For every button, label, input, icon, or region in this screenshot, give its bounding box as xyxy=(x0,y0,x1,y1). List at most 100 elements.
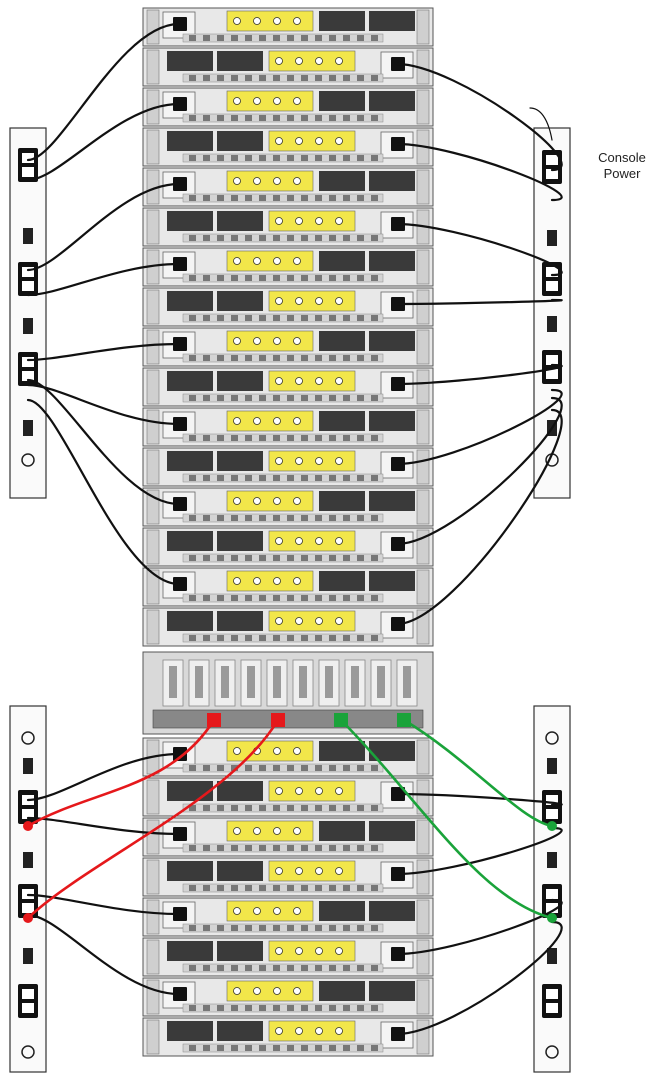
port-icon xyxy=(276,788,283,795)
vent-slot xyxy=(301,1005,308,1011)
vent-slot xyxy=(273,315,280,321)
vent-slot xyxy=(231,75,238,81)
vent-slot xyxy=(343,435,350,441)
port-icon xyxy=(234,748,241,755)
vent-slot xyxy=(329,35,336,41)
vent-slot xyxy=(217,765,224,771)
vent-slot xyxy=(259,555,266,561)
vent-slot xyxy=(371,555,378,561)
vent-slot xyxy=(315,805,322,811)
vent-slot xyxy=(259,235,266,241)
vent-slot xyxy=(315,275,322,281)
module-handle xyxy=(247,666,255,698)
vent-slot xyxy=(245,595,252,601)
vent-slot xyxy=(357,555,364,561)
drive-bay xyxy=(217,941,263,961)
vent-slot xyxy=(245,885,252,891)
vent-slot xyxy=(301,115,308,121)
vent-strip xyxy=(183,274,383,282)
vent-slot xyxy=(231,115,238,121)
port-icon xyxy=(276,1028,283,1035)
vent-slot xyxy=(315,1005,322,1011)
vent-slot xyxy=(245,395,252,401)
vent-slot xyxy=(231,395,238,401)
port-icon xyxy=(254,908,261,915)
vent-slot xyxy=(217,595,224,601)
port-icon xyxy=(294,418,301,425)
drive-bay xyxy=(369,331,415,351)
vent-slot xyxy=(189,435,196,441)
vent-slot xyxy=(343,925,350,931)
port-icon xyxy=(294,258,301,265)
vent-slot xyxy=(371,845,378,851)
vent-slot xyxy=(217,555,224,561)
vent-slot xyxy=(259,35,266,41)
vent-slot xyxy=(301,275,308,281)
vent-slot xyxy=(329,235,336,241)
port-icon xyxy=(316,138,323,145)
pdu-strip xyxy=(534,706,570,1072)
vent-slot xyxy=(343,195,350,201)
vent-slot xyxy=(273,555,280,561)
vent-slot xyxy=(245,155,252,161)
vent-slot xyxy=(357,235,364,241)
rack-ear-right xyxy=(417,450,429,484)
rack-ear-right xyxy=(417,410,429,444)
port-icon xyxy=(276,218,283,225)
port-icon xyxy=(276,378,283,385)
vent-slot xyxy=(371,515,378,521)
vent-slot xyxy=(357,595,364,601)
vent-slot xyxy=(203,845,210,851)
vent-slot xyxy=(287,435,294,441)
server-unit xyxy=(143,208,433,246)
server-unit xyxy=(143,88,433,126)
vent-slot xyxy=(273,435,280,441)
port-icon xyxy=(274,258,281,265)
port-icon xyxy=(254,828,261,835)
port-icon xyxy=(296,788,303,795)
vent-slot xyxy=(371,595,378,601)
circuit-breaker-icon xyxy=(23,228,33,244)
server-unit xyxy=(143,938,433,976)
module-handle xyxy=(221,666,229,698)
vent-slot xyxy=(245,315,252,321)
vent-strip xyxy=(183,474,383,482)
drive-bay xyxy=(369,491,415,511)
vent-slot xyxy=(343,235,350,241)
rack-ear-left xyxy=(147,860,159,894)
vent-slot xyxy=(315,75,322,81)
vent-slot xyxy=(203,515,210,521)
drive-bay xyxy=(217,211,263,231)
vent-strip xyxy=(183,804,383,812)
rack-ear-left xyxy=(147,820,159,854)
vent-slot xyxy=(259,195,266,201)
drive-bay xyxy=(167,451,213,471)
console-power-label-line1: Console xyxy=(584,150,654,166)
pdu-strip xyxy=(534,128,570,498)
vent-slot xyxy=(231,315,238,321)
circuit-breaker-icon xyxy=(23,852,33,868)
drive-bay xyxy=(369,11,415,31)
port-icon xyxy=(316,948,323,955)
vent-slot xyxy=(343,1005,350,1011)
vent-slot xyxy=(273,965,280,971)
port-icon xyxy=(336,618,343,625)
vent-slot xyxy=(189,75,196,81)
drive-bay xyxy=(319,571,365,591)
rack-ear-left xyxy=(147,980,159,1014)
vent-slot xyxy=(231,885,238,891)
vent-slot xyxy=(287,925,294,931)
port-icon xyxy=(274,748,281,755)
rack-ear-right xyxy=(417,980,429,1014)
vent-slot xyxy=(189,475,196,481)
vent-slot xyxy=(203,1005,210,1011)
vent-slot xyxy=(287,845,294,851)
port-icon xyxy=(316,218,323,225)
vent-slot xyxy=(245,555,252,561)
circuit-breaker-icon xyxy=(23,420,33,436)
rack-ear-right xyxy=(417,90,429,124)
rack-ear-right xyxy=(417,860,429,894)
vent-slot xyxy=(315,595,322,601)
vent-slot xyxy=(203,155,210,161)
